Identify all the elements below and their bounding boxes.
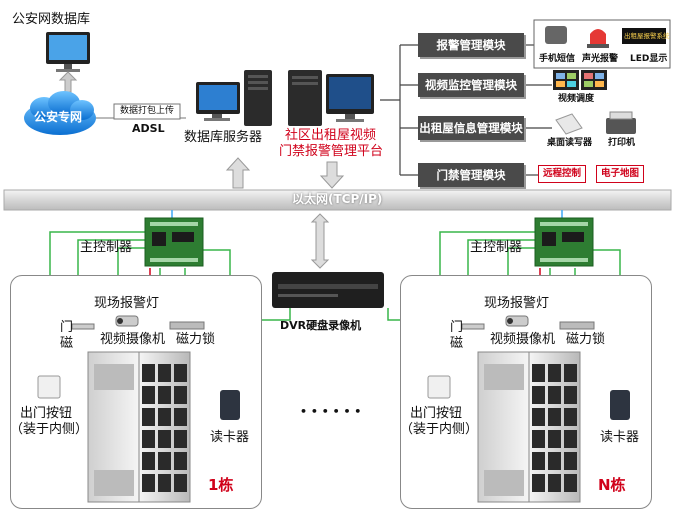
bn-controller-label: 主控制器	[470, 240, 523, 255]
module-tree	[380, 44, 552, 176]
police-net-label: 公安专网	[34, 110, 83, 124]
device-video-dispatch-label: 视频调度	[558, 94, 595, 104]
police-db-monitor-icon	[46, 32, 90, 72]
b1-door-mag-label-2: 磁	[60, 336, 74, 351]
b1-exit-btn-label-2: （装于内侧）	[10, 422, 89, 437]
bn-exit-btn-label-1: 出门按钮	[410, 406, 463, 421]
b1-alarm-light-label: 现场报警灯	[94, 296, 160, 311]
police-db-label: 公安网数据库	[12, 12, 91, 27]
ellipsis-dots: • • • • • •	[300, 405, 362, 418]
arrow-up-server	[225, 157, 251, 189]
bn-name: N栋	[598, 476, 626, 494]
ethernet-bar	[3, 189, 672, 211]
b1-card-reader-label: 读卡器	[210, 430, 250, 445]
module-alarm: 报警管理模块	[418, 33, 524, 57]
controller-board-1	[144, 217, 204, 267]
bn-mag-lock-label: 磁力锁	[566, 332, 606, 347]
pack-upload-label: 数据打包上传	[120, 106, 175, 116]
bn-camera-label: 视频摄像机	[490, 332, 556, 347]
b1-mag-lock-label: 磁力锁	[176, 332, 216, 347]
module-access: 门禁管理模块	[418, 163, 524, 187]
db-server-label: 数据库服务器	[184, 130, 263, 145]
phone-icon	[545, 26, 567, 44]
platform-label-1: 社区出租屋视频	[285, 128, 377, 143]
b1-door-mag-label-1: 门	[60, 320, 74, 335]
device-sms-label: 手机短信	[539, 54, 576, 64]
device-led-label: LED显示	[630, 54, 668, 64]
device-desk-reader-label: 桌面读写器	[547, 138, 593, 148]
controller-board-n	[534, 217, 594, 267]
arrow-eth-dvr	[310, 213, 330, 269]
bn-exit-btn-label-2: （装于内侧）	[400, 422, 479, 437]
b1-controller-label: 主控制器	[80, 240, 133, 255]
platform-label-2: 门禁报警管理平台	[279, 144, 384, 159]
police-net-cloud	[24, 91, 96, 135]
bn-card-reader-label: 读卡器	[600, 430, 640, 445]
bn-door-mag-label-2: 磁	[450, 336, 464, 351]
arrow-down-platform	[319, 161, 345, 189]
db-server-icon	[196, 70, 272, 126]
module-rental-info: 出租屋信息管理模块	[418, 116, 524, 140]
remote-control-tag: 远程控制	[538, 165, 587, 183]
ethernet-label: 以太网(TCP/IP)	[292, 192, 383, 206]
adsl-label: ADSL	[132, 122, 165, 135]
e-map-tag: 电子地图	[596, 165, 645, 183]
b1-name: 1栋	[208, 476, 234, 494]
printer-icon	[606, 111, 636, 134]
dvr-label: DVR硬盘录像机	[280, 319, 362, 332]
siren-icon	[587, 29, 609, 48]
platform-computer-icon	[288, 70, 374, 126]
video-dispatch-icon	[553, 70, 607, 90]
desk-reader-icon	[555, 113, 583, 135]
device-printer-label: 打印机	[608, 138, 636, 148]
module-video: 视频监控管理模块	[418, 73, 524, 97]
b1-exit-btn-label-1: 出门按钮	[20, 406, 73, 421]
arrow-up-police	[58, 71, 78, 93]
bn-alarm-light-label: 现场报警灯	[484, 296, 550, 311]
led-board-text: 出租屋报警系统	[624, 32, 670, 40]
device-siren-label: 声光报警	[582, 54, 619, 64]
dvr-recorder-icon	[272, 272, 384, 308]
bn-door-mag-label-1: 门	[450, 320, 464, 335]
b1-camera-label: 视频摄像机	[100, 332, 166, 347]
led-board	[622, 28, 666, 44]
